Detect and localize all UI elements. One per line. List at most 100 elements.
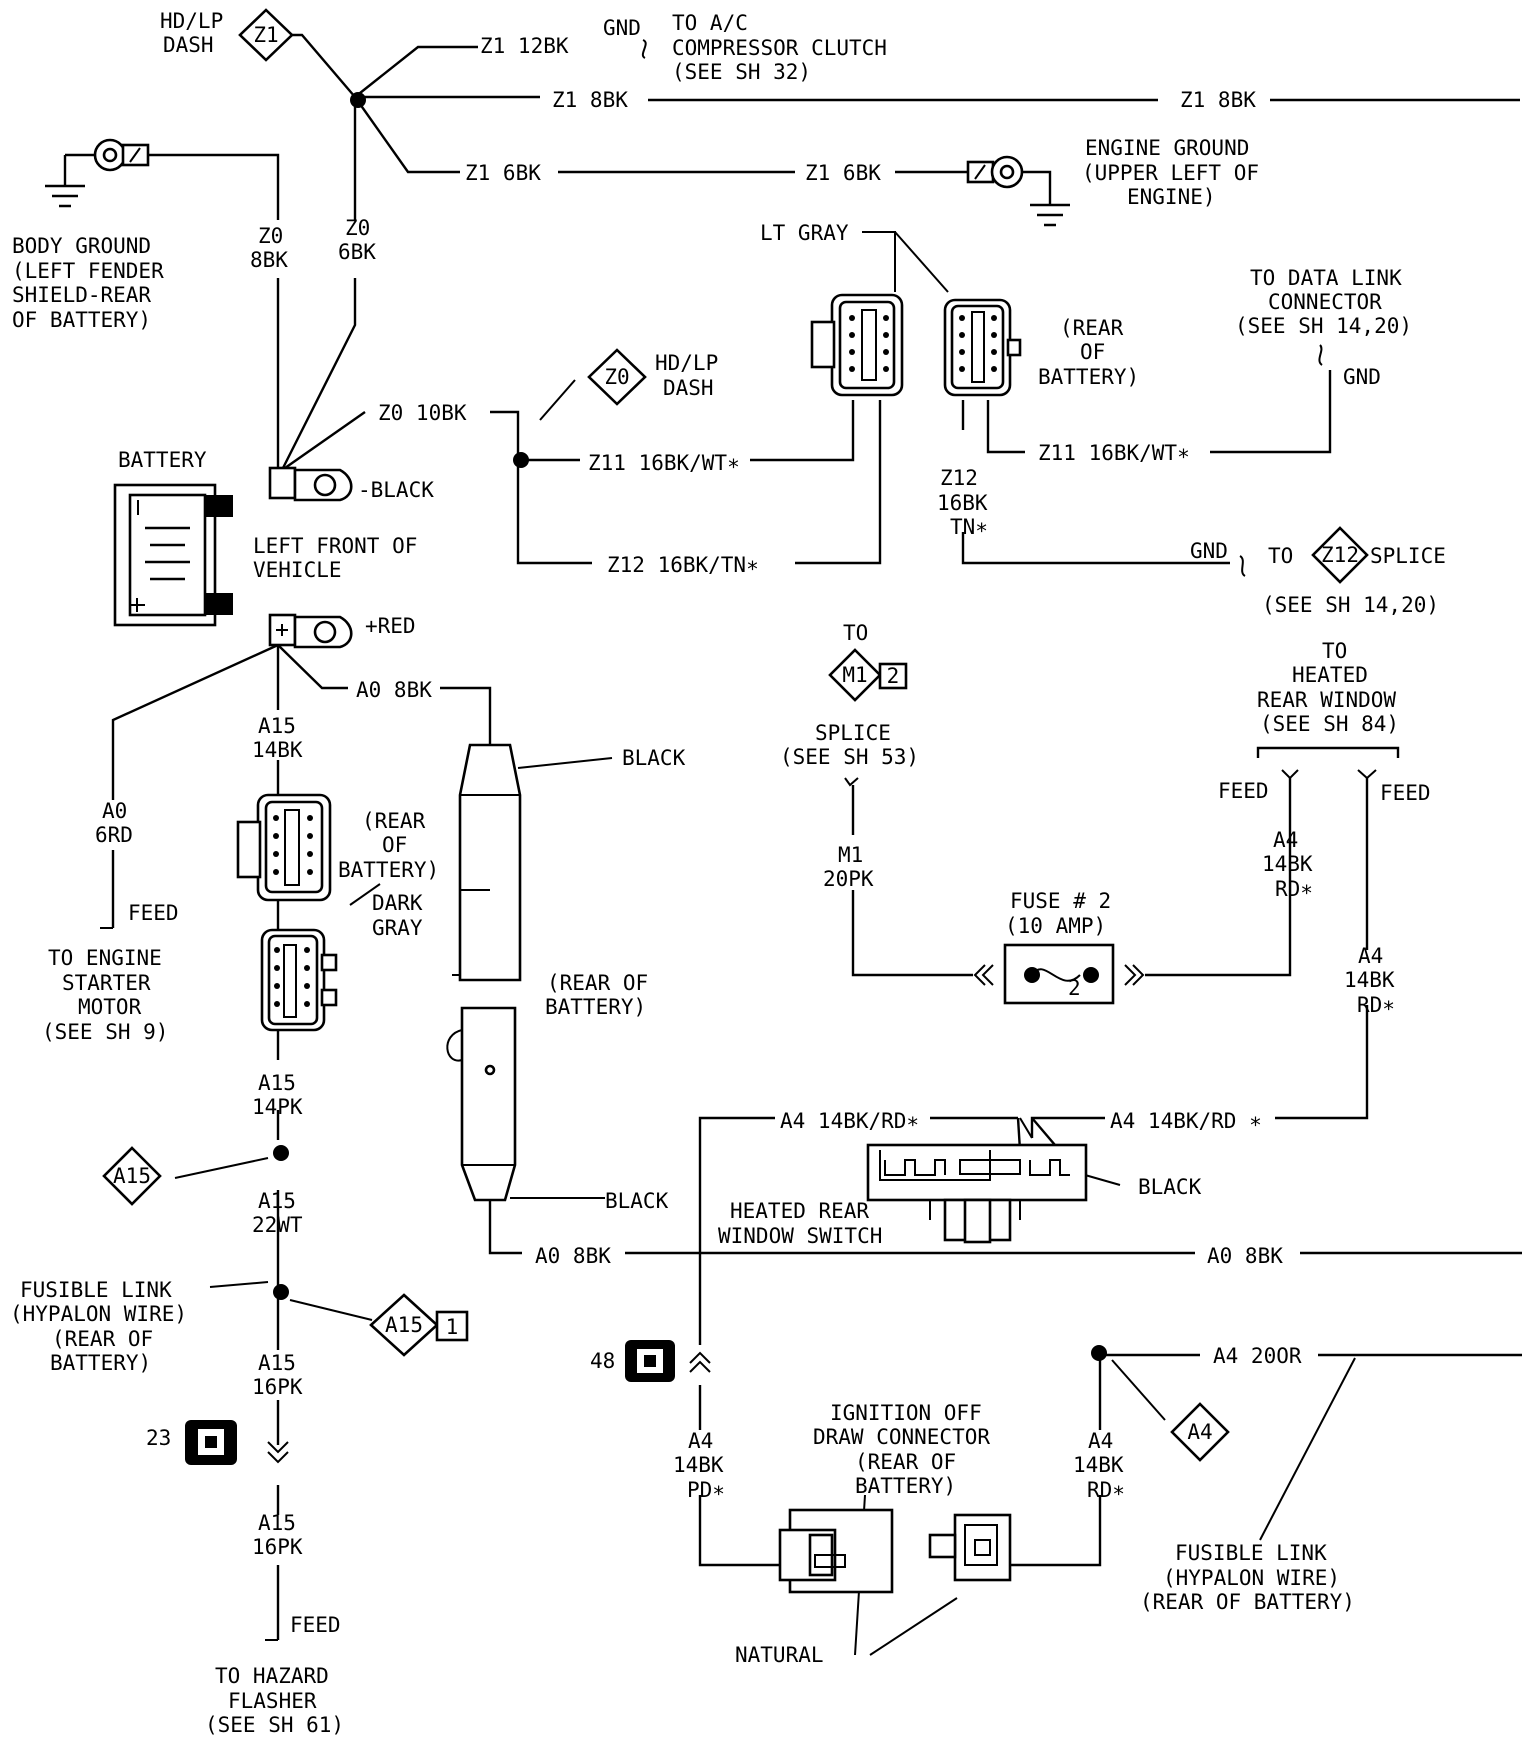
heated-rear-window-switch bbox=[866, 1143, 1088, 1244]
fusible-left-line4: BATTERY) bbox=[50, 1351, 151, 1375]
black-switch-label: BLACK bbox=[1138, 1175, 1202, 1199]
diamond-a15-1: A15 1 bbox=[369, 1293, 469, 1357]
z11-right-label: Z11 16BK/WT∗ bbox=[1038, 441, 1190, 465]
see-sh-14-20-label: (SEE SH 14,20) bbox=[1262, 593, 1439, 617]
a15-14pk-line1: A15 bbox=[258, 1071, 296, 1095]
splice-a15-dot bbox=[273, 1145, 289, 1161]
ignition-line4: BATTERY) bbox=[855, 1474, 956, 1498]
a4-rd3-line1: A4 bbox=[1088, 1429, 1113, 1453]
diamond-label: Z1 bbox=[253, 23, 278, 47]
starter-line1: TO ENGINE bbox=[48, 946, 162, 970]
a4-rd1-line3: RD∗ bbox=[1275, 877, 1313, 901]
feed-starter-label: FEED bbox=[128, 901, 179, 925]
gnd-splice-label: GND bbox=[1190, 539, 1228, 563]
a4-rd2-line3: RD∗ bbox=[1357, 993, 1395, 1017]
rear-battery-top-line3: BATTERY) bbox=[1038, 365, 1139, 389]
natural-label: NATURAL bbox=[735, 1643, 824, 1667]
z1-12bk-label: Z1 12BK bbox=[480, 34, 569, 58]
diamond-box-label: 1 bbox=[446, 1315, 459, 1339]
m1-20pk-line1: M1 bbox=[838, 843, 863, 867]
connector-48 bbox=[625, 1340, 711, 1382]
rear-a15-line1: (REAR bbox=[362, 809, 426, 833]
a15-14pk-line2: 14PK bbox=[252, 1095, 303, 1119]
black-upper-label: BLACK bbox=[622, 746, 686, 770]
m1-20pk-line2: 20PK bbox=[823, 867, 874, 891]
heated-rear-line4: (SEE SH 84) bbox=[1260, 712, 1399, 736]
rear-a15-line3: BATTERY) bbox=[338, 858, 439, 882]
splice-z1-dot bbox=[350, 92, 366, 108]
z0-8bk-line1: Z0 bbox=[258, 224, 283, 248]
z0-6bk-line1: Z0 bbox=[345, 216, 370, 240]
z1-8bk-right-label: Z1 8BK bbox=[1180, 88, 1256, 112]
connector-dark-gray bbox=[260, 928, 338, 1032]
rear-battery-top-line2: OF bbox=[1080, 340, 1105, 364]
diamond-z1: Z1 bbox=[238, 8, 294, 62]
z1-8bk-left-label: Z1 8BK bbox=[552, 88, 628, 112]
a15-22wt-line2: 22WT bbox=[252, 1213, 303, 1237]
connector-lt-gray-left bbox=[810, 293, 904, 397]
diamond-box-label: 2 bbox=[887, 664, 900, 688]
to-ac-line1: TO A/C bbox=[672, 11, 748, 35]
z12-horizontal-label: Z12 16BK/TN∗ bbox=[607, 553, 759, 577]
gnd-top-label: GND bbox=[603, 16, 641, 40]
connector-a15-rear bbox=[236, 793, 332, 902]
dark-gray-line2: GRAY bbox=[372, 916, 423, 940]
z1-hd-lp-line1: HD/LP bbox=[160, 9, 223, 33]
ignition-line3: (REAR OF bbox=[855, 1450, 956, 1474]
connector-a0-black-upper bbox=[452, 743, 522, 982]
red-terminal-label: +RED bbox=[365, 614, 416, 638]
fuse-line2: (10 AMP) bbox=[1005, 914, 1106, 938]
ignition-off-connector-right bbox=[928, 1513, 1012, 1582]
rear-mid-line1: (REAR OF bbox=[547, 971, 648, 995]
z0-hd-lp-line2: DASH bbox=[663, 376, 714, 400]
diamond-a15: A15 bbox=[102, 1146, 162, 1206]
to-m1-label: TO bbox=[843, 621, 868, 645]
left-front-line2: VEHICLE bbox=[253, 558, 342, 582]
a4-rd3-line3: RD∗ bbox=[1087, 1478, 1125, 1502]
splice-sh53-line2: (SEE SH 53) bbox=[780, 745, 919, 769]
fuse-number: 2 bbox=[1068, 976, 1081, 1000]
fuse-2 bbox=[973, 943, 1145, 1005]
a15-14bk-line2: 14BK bbox=[252, 738, 303, 762]
feed-right-label: FEED bbox=[1380, 781, 1431, 805]
feed-left-label: FEED bbox=[1218, 779, 1269, 803]
a4-rd-right-label: A4 14BK/RD ∗ bbox=[1110, 1109, 1262, 1133]
ignition-line1: IGNITION OFF bbox=[830, 1401, 982, 1425]
body-ground-line4: OF BATTERY) bbox=[12, 308, 151, 332]
a4-rd2-line1: A4 bbox=[1358, 944, 1383, 968]
z12-line1: Z12 bbox=[940, 466, 978, 490]
a4-rd2-line2: 14BK bbox=[1344, 968, 1395, 992]
a4-pd-line3: PD∗ bbox=[687, 1478, 725, 1502]
a15-14bk-line1: A15 bbox=[258, 714, 296, 738]
a15-16pk1-line1: A15 bbox=[258, 1351, 296, 1375]
engine-ground-line1: ENGINE GROUND bbox=[1085, 136, 1249, 160]
to-ac-line3: (SEE SH 32) bbox=[672, 60, 811, 84]
data-link-line1: TO DATA LINK bbox=[1250, 266, 1402, 290]
a15-16pk2-line2: 16PK bbox=[252, 1535, 303, 1559]
a4-rd1-line2: 14BK bbox=[1262, 852, 1313, 876]
connector-lt-gray-right bbox=[943, 298, 1022, 397]
z1-6bk-left-label: Z1 6BK bbox=[465, 161, 541, 185]
z11-left-label: Z11 16BK/WT∗ bbox=[588, 451, 740, 475]
starter-line4: (SEE SH 9) bbox=[42, 1020, 168, 1044]
z0-hd-lp-line1: HD/LP bbox=[655, 351, 718, 375]
ignition-line2: DRAW CONNECTOR bbox=[813, 1425, 990, 1449]
data-link-line2: CONNECTOR bbox=[1268, 290, 1382, 314]
z1-6bk-right-label: Z1 6BK bbox=[805, 161, 881, 185]
splice-fusible-dot bbox=[273, 1284, 289, 1300]
dark-gray-line1: DARK bbox=[372, 891, 423, 915]
heated-switch-line1: HEATED REAR bbox=[730, 1199, 869, 1223]
z12-line2: 16BK bbox=[937, 491, 988, 515]
battery-pos-terminal bbox=[268, 613, 353, 649]
heated-rear-line2: HEATED bbox=[1292, 663, 1368, 687]
connector-23-label: 23 bbox=[146, 1426, 171, 1450]
splice-z0-dot bbox=[513, 452, 529, 468]
a4-rd-left-label: A4 14BK/RD∗ bbox=[780, 1109, 919, 1133]
a0-8bk-top-label: A0 8BK bbox=[356, 678, 432, 702]
engine-ground-line3: ENGINE) bbox=[1127, 185, 1216, 209]
z1-hd-lp-line2: DASH bbox=[163, 33, 214, 57]
a15-16pk1-line2: 16PK bbox=[252, 1375, 303, 1399]
a15-22wt-line1: A15 bbox=[258, 1189, 296, 1213]
body-ground-line1: BODY GROUND bbox=[12, 234, 151, 258]
diamond-label: A15 bbox=[113, 1164, 151, 1188]
